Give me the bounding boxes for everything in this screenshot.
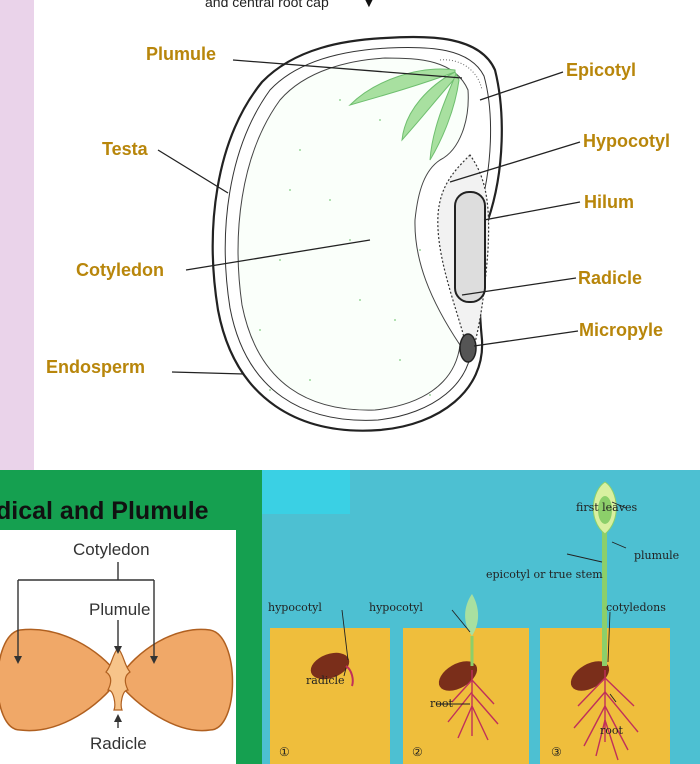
label-hypocotyl: Hypocotyl bbox=[583, 131, 671, 151]
germ-label-hypocotyl-1: hypocotyl bbox=[268, 601, 322, 614]
label-endosperm: Endosperm bbox=[46, 357, 146, 377]
seed-half-left bbox=[0, 628, 119, 732]
stage-number-1: ① bbox=[279, 745, 290, 759]
plumule-leaf bbox=[429, 72, 460, 161]
stage-1-seed bbox=[310, 652, 350, 680]
label-hilum: Hilum bbox=[584, 192, 635, 212]
plumule-leaf bbox=[401, 71, 458, 142]
germ-label-plumule: plumule bbox=[634, 549, 680, 562]
label-epicotyl: Epicotyl bbox=[566, 60, 637, 80]
germ-label-root-2: root bbox=[430, 697, 453, 710]
germ-label-hypocotyl-2: hypocotyl bbox=[369, 601, 423, 614]
radical-plumule-svg bbox=[0, 562, 234, 732]
radical-plumule-title: dical and Plumule bbox=[0, 497, 209, 525]
stage-2-soil bbox=[403, 628, 529, 764]
caption-arrow-icon: ▼ bbox=[362, 0, 376, 10]
rp-label-cotyledon: Cotyledon bbox=[73, 540, 150, 559]
micropyle-shape bbox=[459, 333, 477, 363]
stage-1-soil bbox=[270, 628, 390, 764]
germination-svg bbox=[310, 481, 639, 761]
left-color-strip bbox=[0, 0, 34, 470]
germ-label-epicotyl: epicotyl or true stem bbox=[486, 568, 603, 581]
hilum-shape bbox=[454, 191, 486, 303]
germ-label-first-leaves: first leaves bbox=[576, 501, 638, 514]
label-cotyledon: Cotyledon bbox=[76, 260, 164, 280]
germ-label-radicle: radicle bbox=[306, 674, 345, 687]
stage-number-3: ③ bbox=[551, 745, 562, 759]
caption-text: and central root cap bbox=[205, 0, 329, 10]
label-radicle: Radicle bbox=[578, 268, 643, 288]
seed-half-right bbox=[117, 628, 234, 732]
germ-label-root-3: root bbox=[600, 724, 623, 737]
seed-diagram-svg bbox=[157, 35, 581, 432]
rp-label-radicle: Radicle bbox=[90, 734, 147, 753]
germ-label-cotyledons: cotyledons bbox=[606, 601, 666, 614]
label-testa: Testa bbox=[102, 139, 148, 159]
germination-top-stripe bbox=[262, 470, 350, 514]
stage-number-2: ② bbox=[412, 745, 423, 759]
stage-2-seed bbox=[438, 661, 478, 691]
top-caption-bar bbox=[154, 0, 700, 16]
rp-label-plumule: Plumule bbox=[89, 600, 151, 619]
label-plumule: Plumule bbox=[146, 44, 217, 64]
label-micropyle: Micropyle bbox=[579, 320, 664, 340]
plumule-leaf bbox=[348, 68, 456, 107]
